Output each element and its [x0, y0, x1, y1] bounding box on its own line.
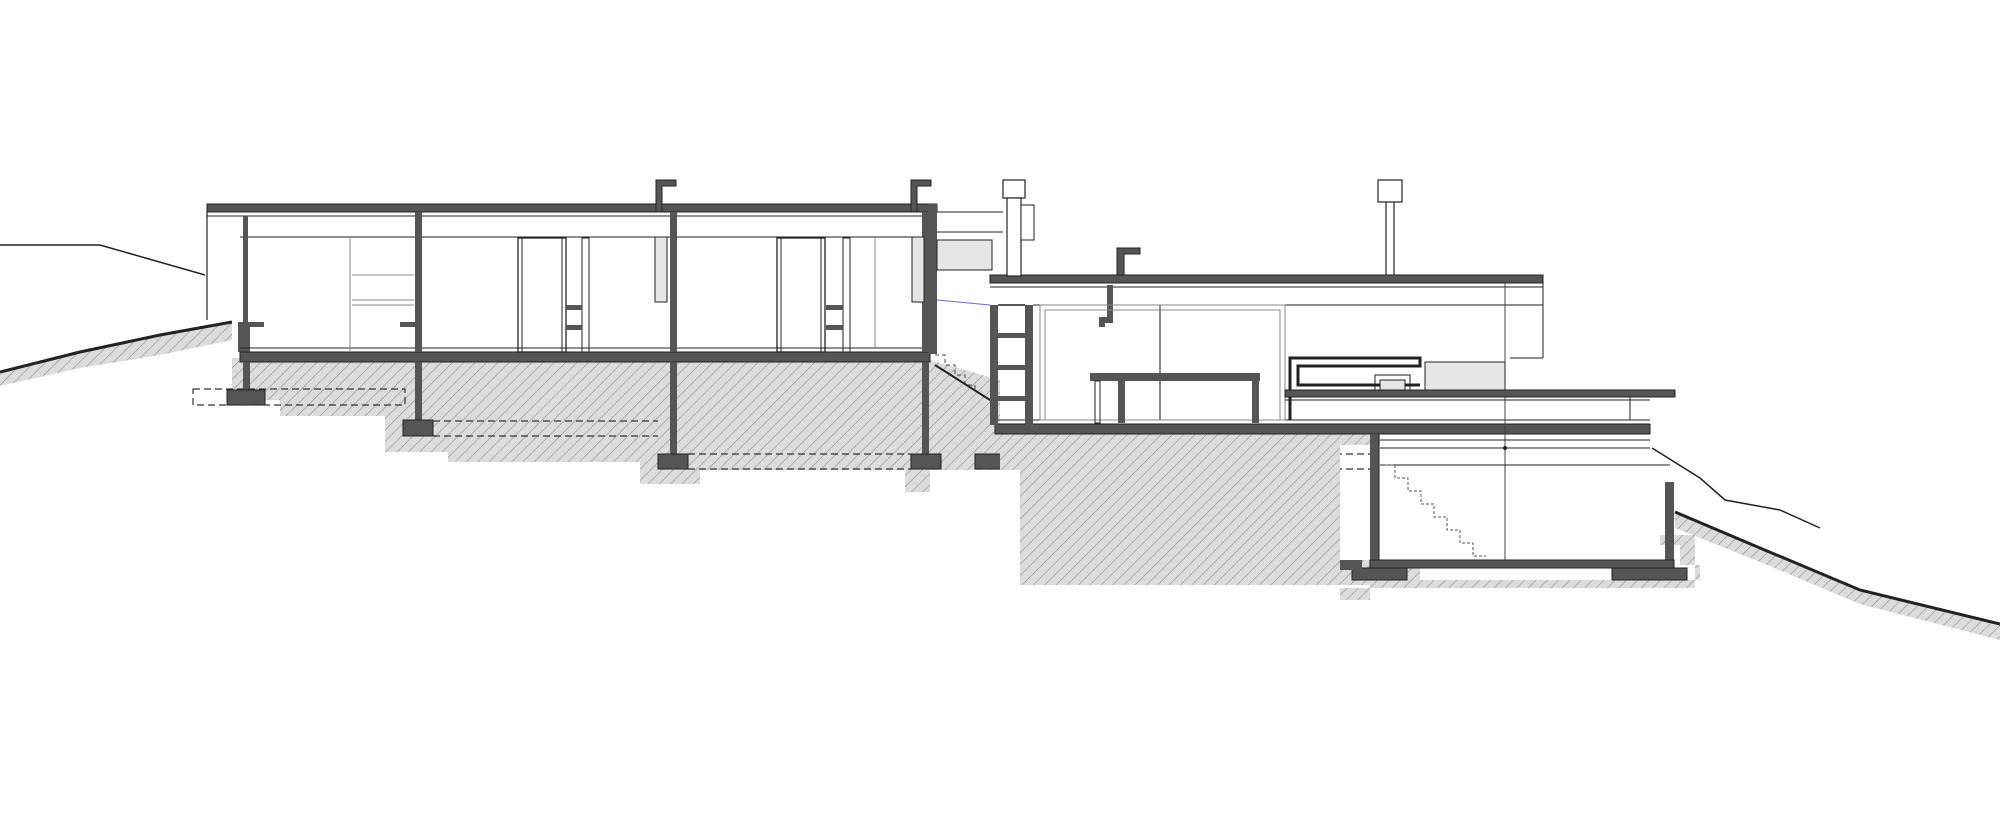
terrain-profile-right [1651, 447, 2000, 640]
terrain-profile-left [0, 244, 233, 386]
chimney-left [936, 179, 1035, 306]
building-right-volume [989, 247, 1700, 600]
chimney-right [1377, 179, 1403, 275]
stairs-left [934, 354, 991, 430]
basement-room [1340, 434, 1688, 581]
building-left-volume [206, 179, 1000, 492]
stairs-basement [1385, 464, 1486, 557]
